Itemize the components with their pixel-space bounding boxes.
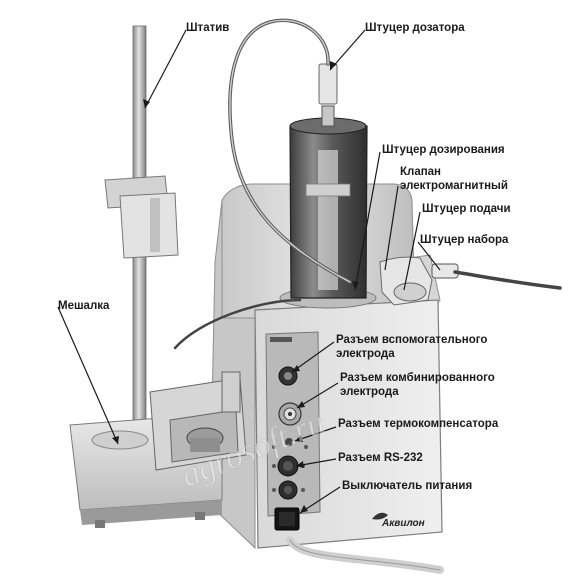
label-combined-electrode-line1: Разъем комбинированного [340,372,495,384]
stand-clamp [104,175,179,259]
label-supply-fitting: Штуцер подачи [422,203,511,215]
label-rs232: Разъем RS-232 [338,452,423,464]
label-doser-fitting: Штуцер дозатора [365,22,465,34]
power-switch [274,507,300,531]
leader-lines [57,29,441,514]
label-intake-fitting: Штуцер набора [420,234,509,246]
aux-connector-2 [272,480,305,500]
brand-logo-text: Аквилон [381,518,425,529]
combined-electrode-connector [278,402,302,426]
label-aux-electrode-line2: электрода [336,348,395,360]
label-combined-electrode-line2: электрода [340,386,399,398]
leader-arrows [112,61,359,513]
electrode-holder [149,371,247,471]
label-aux-electrode-line1: Разъем вспомогательного [336,334,488,346]
label-stirrer: Мешалка [58,300,110,312]
label-valve-line1: Клапан [400,166,442,178]
label-stand: Штатив [186,22,230,34]
tubing [173,18,562,574]
thermocompensator-connector [272,438,308,449]
brand-logo: Аквилон [372,512,425,529]
burette-cylinder [279,63,377,309]
label-valve-line2: электромагнитный [400,180,508,192]
label-dosing-fitting: Штуцер дозирования [382,144,505,156]
label-thermocompensator: Разъем термокомпенсатора [338,418,499,430]
solenoid-valve [379,256,459,306]
label-power-switch: Выключатель питания [342,480,473,492]
